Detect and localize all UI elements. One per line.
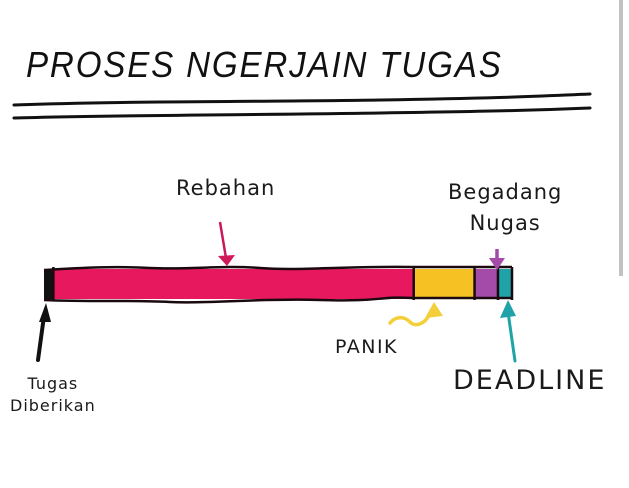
underline-top [12,92,592,107]
begadang-arrow-icon [489,249,505,270]
segment-panik [413,269,475,299]
tugas-diberikan-arrow-icon [36,303,51,362]
timeline-bar [44,267,514,300]
label-begadang-line2: Nugas [469,211,541,235]
bar-outline-top [43,265,512,272]
label-tugas-line2: Diberikan [10,396,96,415]
segment-deadline [497,269,512,299]
label-begadang-line1: Begadang [448,180,563,204]
bar-outline-bottom [43,296,512,304]
label-tugas-diberikan: Tugas Diberikan [10,373,96,417]
side-scrollbar [619,0,623,276]
label-panik: PANIK [335,336,399,358]
underline-bottom [12,106,592,120]
deadline-arrow-icon [500,300,517,363]
label-tugas-line1: Tugas [27,374,79,393]
rebahan-arrow-icon [218,221,235,266]
label-deadline: DEADLINE [453,365,607,396]
segment-tugas-diberikan [44,269,54,299]
segment-begadang-nugas [474,269,498,299]
panik-arrow-icon [388,302,443,327]
page-title: PROSES NGERJAIN TUGAS [26,44,503,85]
label-begadang-nugas: Begadang Nugas [448,177,562,239]
label-rebahan: Rebahan [176,176,276,200]
segment-rebahan [53,269,414,299]
